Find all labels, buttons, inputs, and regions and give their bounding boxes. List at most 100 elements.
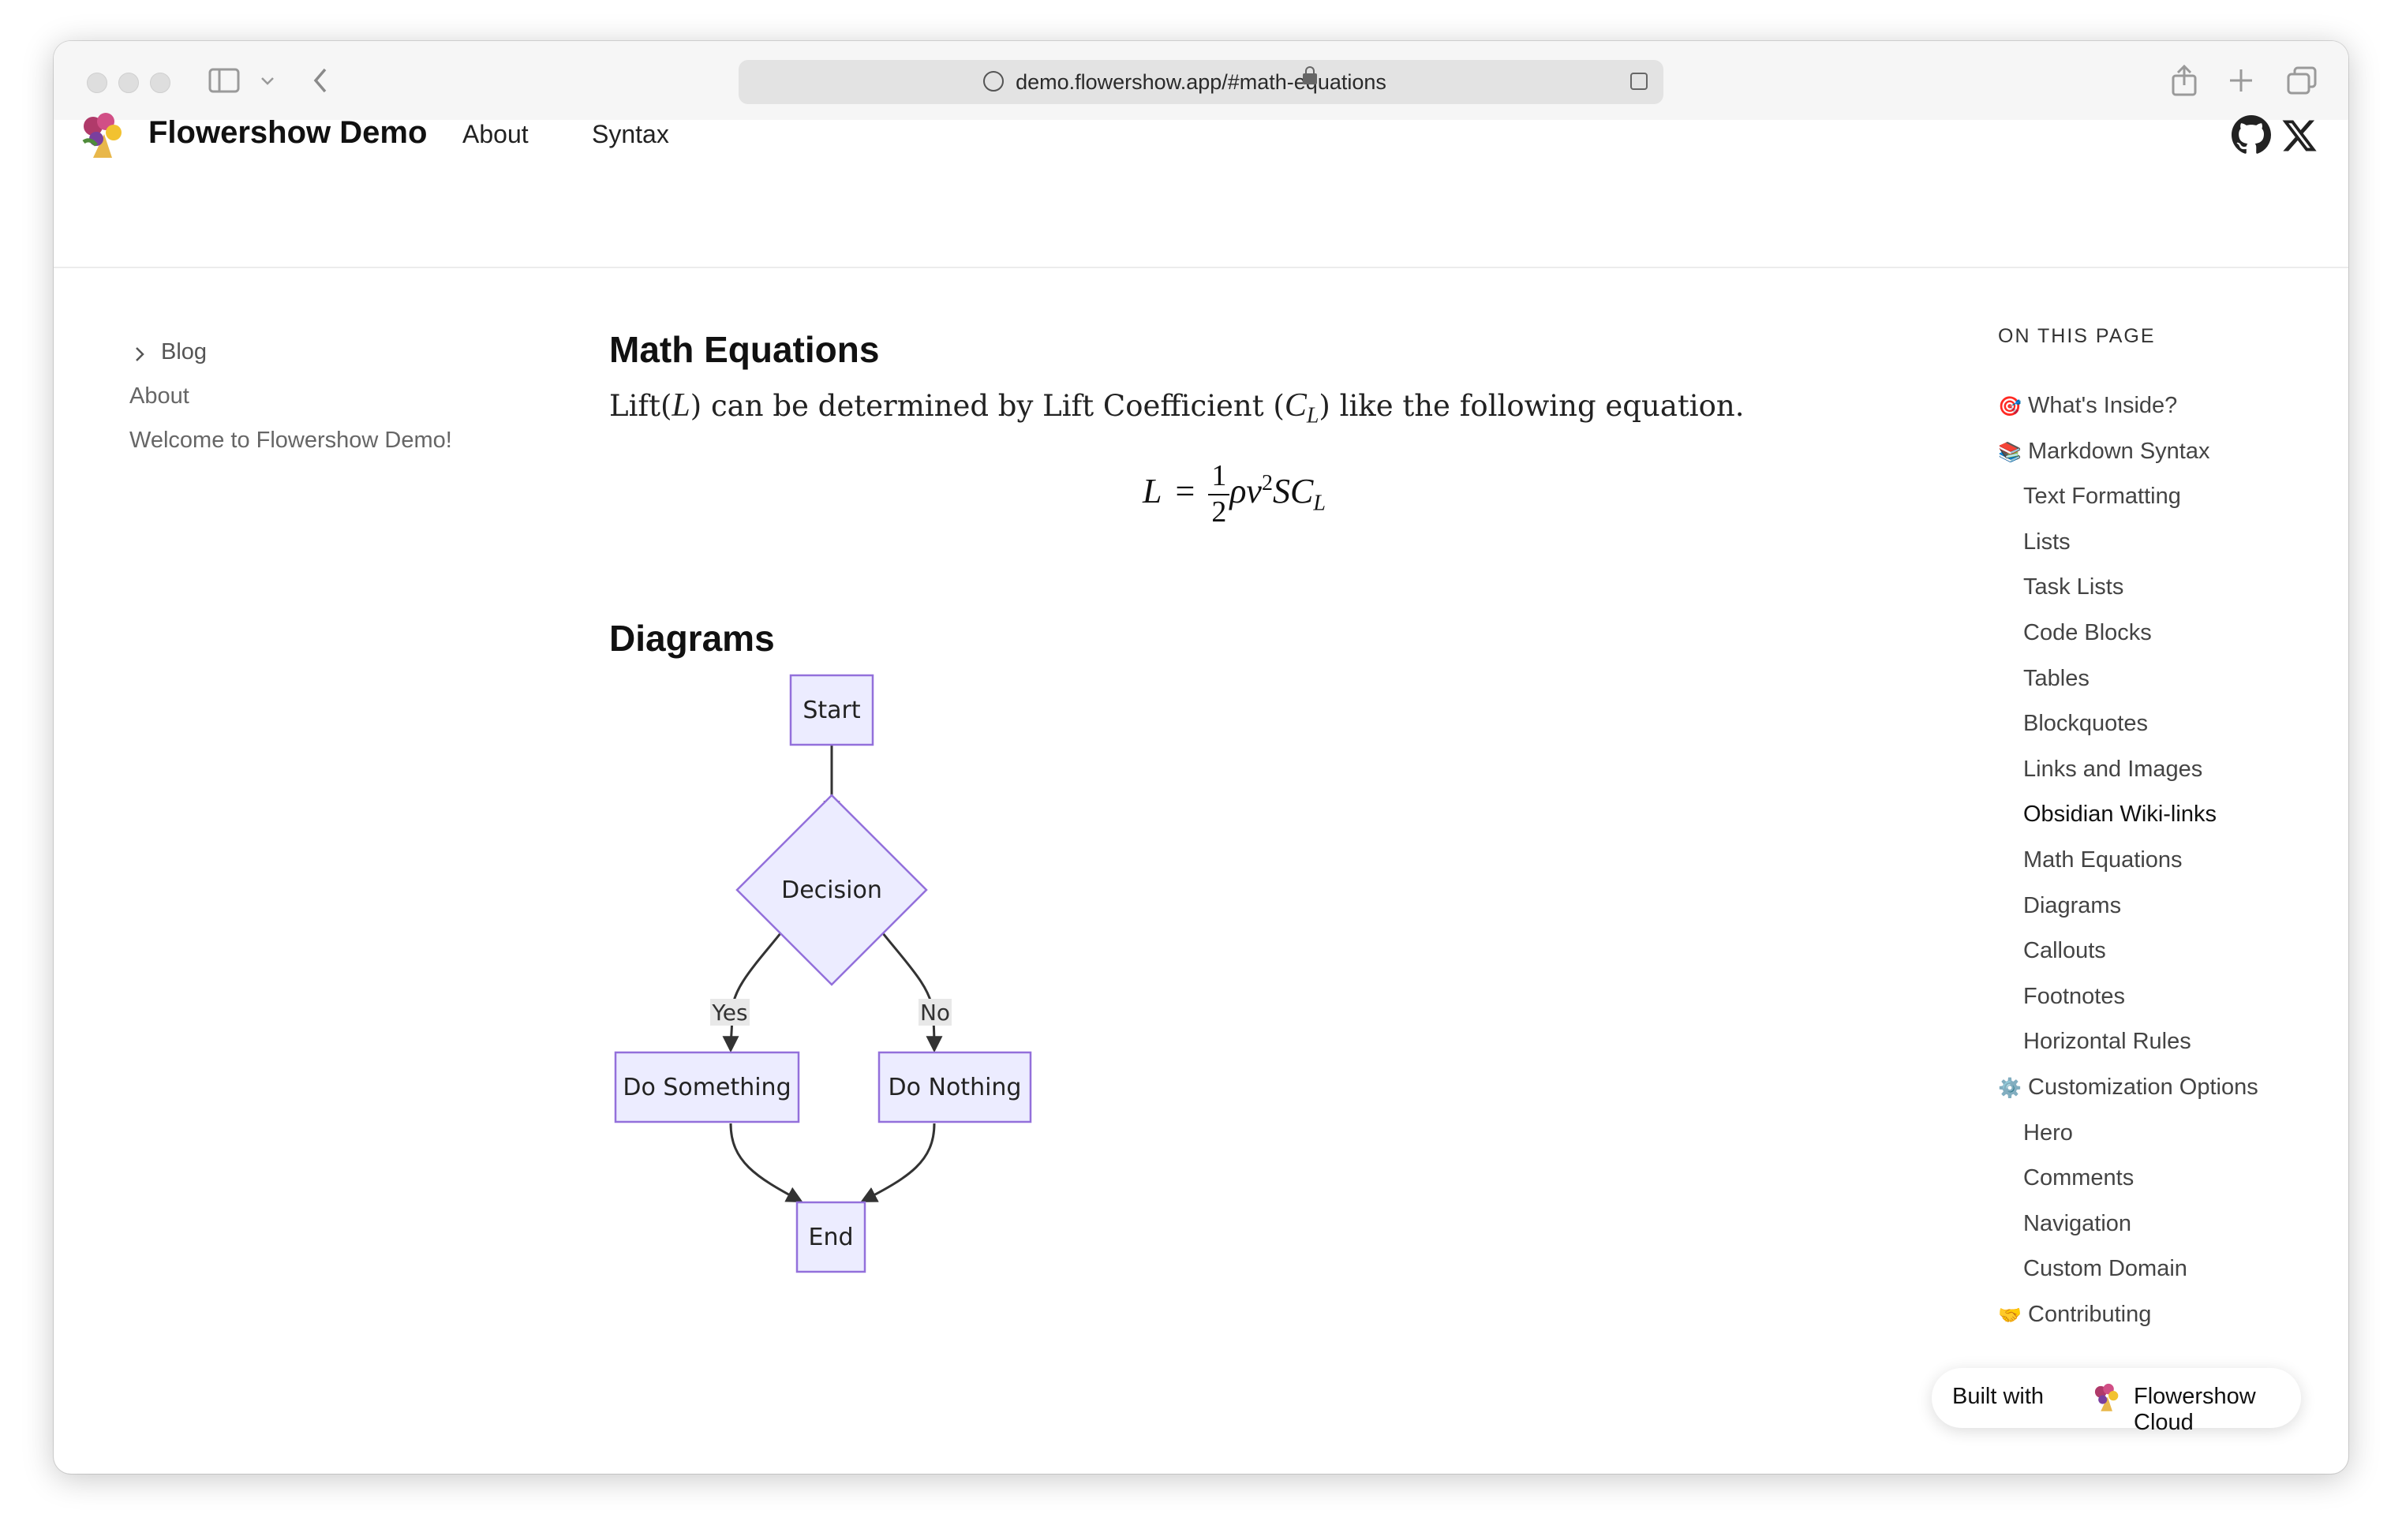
eq-rho-v: ρv bbox=[1229, 471, 1262, 510]
edge-decision-yes bbox=[722, 918, 794, 1053]
toc-item-label: Comments bbox=[2023, 1165, 2134, 1191]
toc-item[interactable]: Links and Images bbox=[2023, 757, 2202, 783]
toc-item[interactable]: Code Blocks bbox=[2023, 620, 2152, 646]
toc-item-label: Links and Images bbox=[2023, 756, 2203, 782]
address-bar[interactable]: demo.flowershow.app/#math-equations bbox=[739, 60, 1663, 104]
toc-emoji-icon: 📚 bbox=[1998, 441, 2022, 463]
toc-item-label: Navigation bbox=[2023, 1210, 2132, 1236]
sidebar-item-welcome[interactable]: Welcome to Flowershow Demo! bbox=[129, 428, 452, 453]
eq-equals: = bbox=[1175, 471, 1195, 510]
toc-title: ON THIS PAGE bbox=[1998, 325, 2156, 347]
x-twitter-icon[interactable] bbox=[2280, 117, 2318, 155]
math-L: L bbox=[672, 387, 690, 424]
toc-item-label: Contributing bbox=[2028, 1302, 2152, 1327]
heading-math-equations: Math Equations bbox=[609, 329, 880, 370]
browser-window: demo.flowershow.app/#math-equations bbox=[54, 41, 2348, 1474]
node-start-label: Start bbox=[803, 697, 861, 724]
toc-item[interactable]: Diagrams bbox=[2023, 893, 2121, 919]
zoom-window-button[interactable] bbox=[150, 73, 170, 93]
toc-item[interactable]: Comments bbox=[2023, 1165, 2134, 1191]
node-do-something-label: Do Something bbox=[623, 1074, 791, 1101]
node-decision bbox=[735, 794, 928, 986]
toc-item[interactable]: Task Lists bbox=[2023, 574, 2123, 600]
toc-item[interactable]: Horizontal Rules bbox=[2023, 1029, 2191, 1055]
flowchart-diagram: Yes No Start Decision Do Something Do No… bbox=[614, 674, 1032, 1273]
chevron-right-icon[interactable] bbox=[134, 346, 145, 363]
toc-item-label: Customization Options bbox=[2028, 1075, 2258, 1100]
minimize-window-button[interactable] bbox=[118, 73, 139, 93]
badge-prefix: Built with bbox=[1952, 1384, 2045, 1409]
para-text: ) like the following equation. bbox=[1319, 389, 1745, 423]
toc-item[interactable]: Footnotes bbox=[2023, 984, 2125, 1010]
toc-item[interactable]: Custom Domain bbox=[2023, 1256, 2187, 1282]
node-decision-label: Decision bbox=[781, 877, 882, 904]
nav-about[interactable]: About bbox=[462, 120, 529, 148]
toc-item-label: What's Inside? bbox=[2028, 393, 2178, 418]
site-header: Flowershow Demo About Syntax bbox=[54, 113, 2348, 268]
math-C: C bbox=[1284, 387, 1307, 424]
url-text[interactable]: demo.flowershow.app/#math-equations bbox=[1016, 70, 1386, 94]
toc-item-label: Obsidian Wiki-links bbox=[2023, 802, 2217, 828]
site-title[interactable]: Flowershow Demo bbox=[148, 115, 428, 150]
toc-item[interactable]: ⚙️ Customization Options bbox=[1998, 1075, 2258, 1101]
toc-item-label: Diagrams bbox=[2023, 892, 2122, 918]
toc-item-label: Blockquotes bbox=[2023, 711, 2148, 737]
toc-item[interactable]: Tables bbox=[2023, 666, 2090, 692]
toc-item[interactable]: 🤝Contributing bbox=[1998, 1302, 2151, 1328]
github-icon[interactable] bbox=[2232, 115, 2271, 155]
sidebar-item-about[interactable]: About bbox=[129, 383, 189, 409]
browser-toolbar: demo.flowershow.app/#math-equations bbox=[54, 41, 2348, 120]
toc-item-label: Hero bbox=[2023, 1119, 2073, 1146]
reader-icon[interactable] bbox=[1630, 73, 1648, 90]
eq-fraction: 1 2 bbox=[1208, 459, 1230, 529]
toc-item-label: Task Lists bbox=[2023, 574, 2124, 600]
sidebar-toggle-icon[interactable] bbox=[208, 68, 240, 95]
toc-item[interactable]: Navigation bbox=[2023, 1211, 2131, 1237]
heading-diagrams: Diagrams bbox=[609, 618, 775, 659]
math-paragraph: Lift(L) can be determined by Lift Coeffi… bbox=[609, 387, 1744, 428]
toc-emoji-icon: 🎯 bbox=[1998, 396, 2022, 417]
node-start bbox=[789, 674, 874, 746]
tab-overview-icon[interactable] bbox=[2287, 66, 2317, 95]
sidebar-item-blog[interactable]: Blog bbox=[161, 339, 208, 364]
flowershow-logo[interactable] bbox=[77, 110, 126, 159]
toc-item[interactable]: Math Equations bbox=[2023, 847, 2183, 873]
nav-syntax[interactable]: Syntax bbox=[592, 120, 669, 148]
toc-item-label: Callouts bbox=[2023, 938, 2106, 964]
node-do-nothing bbox=[877, 1051, 1032, 1123]
lift-equation: L = 1 2 ρv2SCL bbox=[1143, 459, 1326, 529]
eq-lhs: L bbox=[1143, 471, 1162, 510]
toc-item[interactable]: Obsidian Wiki-links bbox=[2023, 802, 2217, 828]
edge-label-bg bbox=[710, 999, 750, 1026]
toc-item[interactable]: Blockquotes bbox=[2023, 711, 2148, 737]
toc-item-label: Tables bbox=[2023, 665, 2090, 691]
math-subscript: L bbox=[1306, 403, 1319, 428]
chevron-down-icon[interactable] bbox=[260, 76, 275, 87]
edge-nothing-end bbox=[860, 1123, 936, 1202]
node-end bbox=[795, 1201, 866, 1273]
toc-item[interactable]: Hero bbox=[2023, 1120, 2073, 1146]
toc-item[interactable]: Lists bbox=[2023, 529, 2071, 555]
edge-label-yes: Yes bbox=[711, 1000, 747, 1026]
share-icon[interactable] bbox=[2170, 65, 2198, 96]
node-do-something bbox=[614, 1051, 800, 1123]
back-icon[interactable] bbox=[311, 66, 330, 95]
eq-sc: SC bbox=[1272, 471, 1314, 510]
eq-denominator: 2 bbox=[1211, 495, 1227, 529]
new-tab-icon[interactable] bbox=[2228, 68, 2254, 93]
toc-item-label: Code Blocks bbox=[2023, 620, 2152, 645]
close-window-button[interactable] bbox=[87, 73, 107, 93]
toc-item[interactable]: Text Formatting bbox=[2023, 484, 2181, 510]
edge-something-end bbox=[729, 1123, 803, 1202]
edge-label-no: No bbox=[920, 1000, 950, 1026]
toc-item[interactable]: Callouts bbox=[2023, 938, 2106, 964]
toc-item[interactable]: 🎯 What's Inside? bbox=[1998, 393, 2177, 419]
eq-subscript: L bbox=[1313, 491, 1326, 516]
eq-numerator: 1 bbox=[1208, 459, 1230, 495]
edge-decision-no bbox=[870, 918, 943, 1053]
toc-item[interactable]: 📚Markdown Syntax bbox=[1998, 439, 2210, 465]
built-with-badge[interactable]: Built with Flowershow Cloud bbox=[1932, 1368, 2301, 1435]
edge-label-bg bbox=[919, 999, 952, 1026]
eq-superscript: 2 bbox=[1261, 471, 1273, 496]
toc-emoji-icon: ⚙️ bbox=[1998, 1078, 2022, 1099]
